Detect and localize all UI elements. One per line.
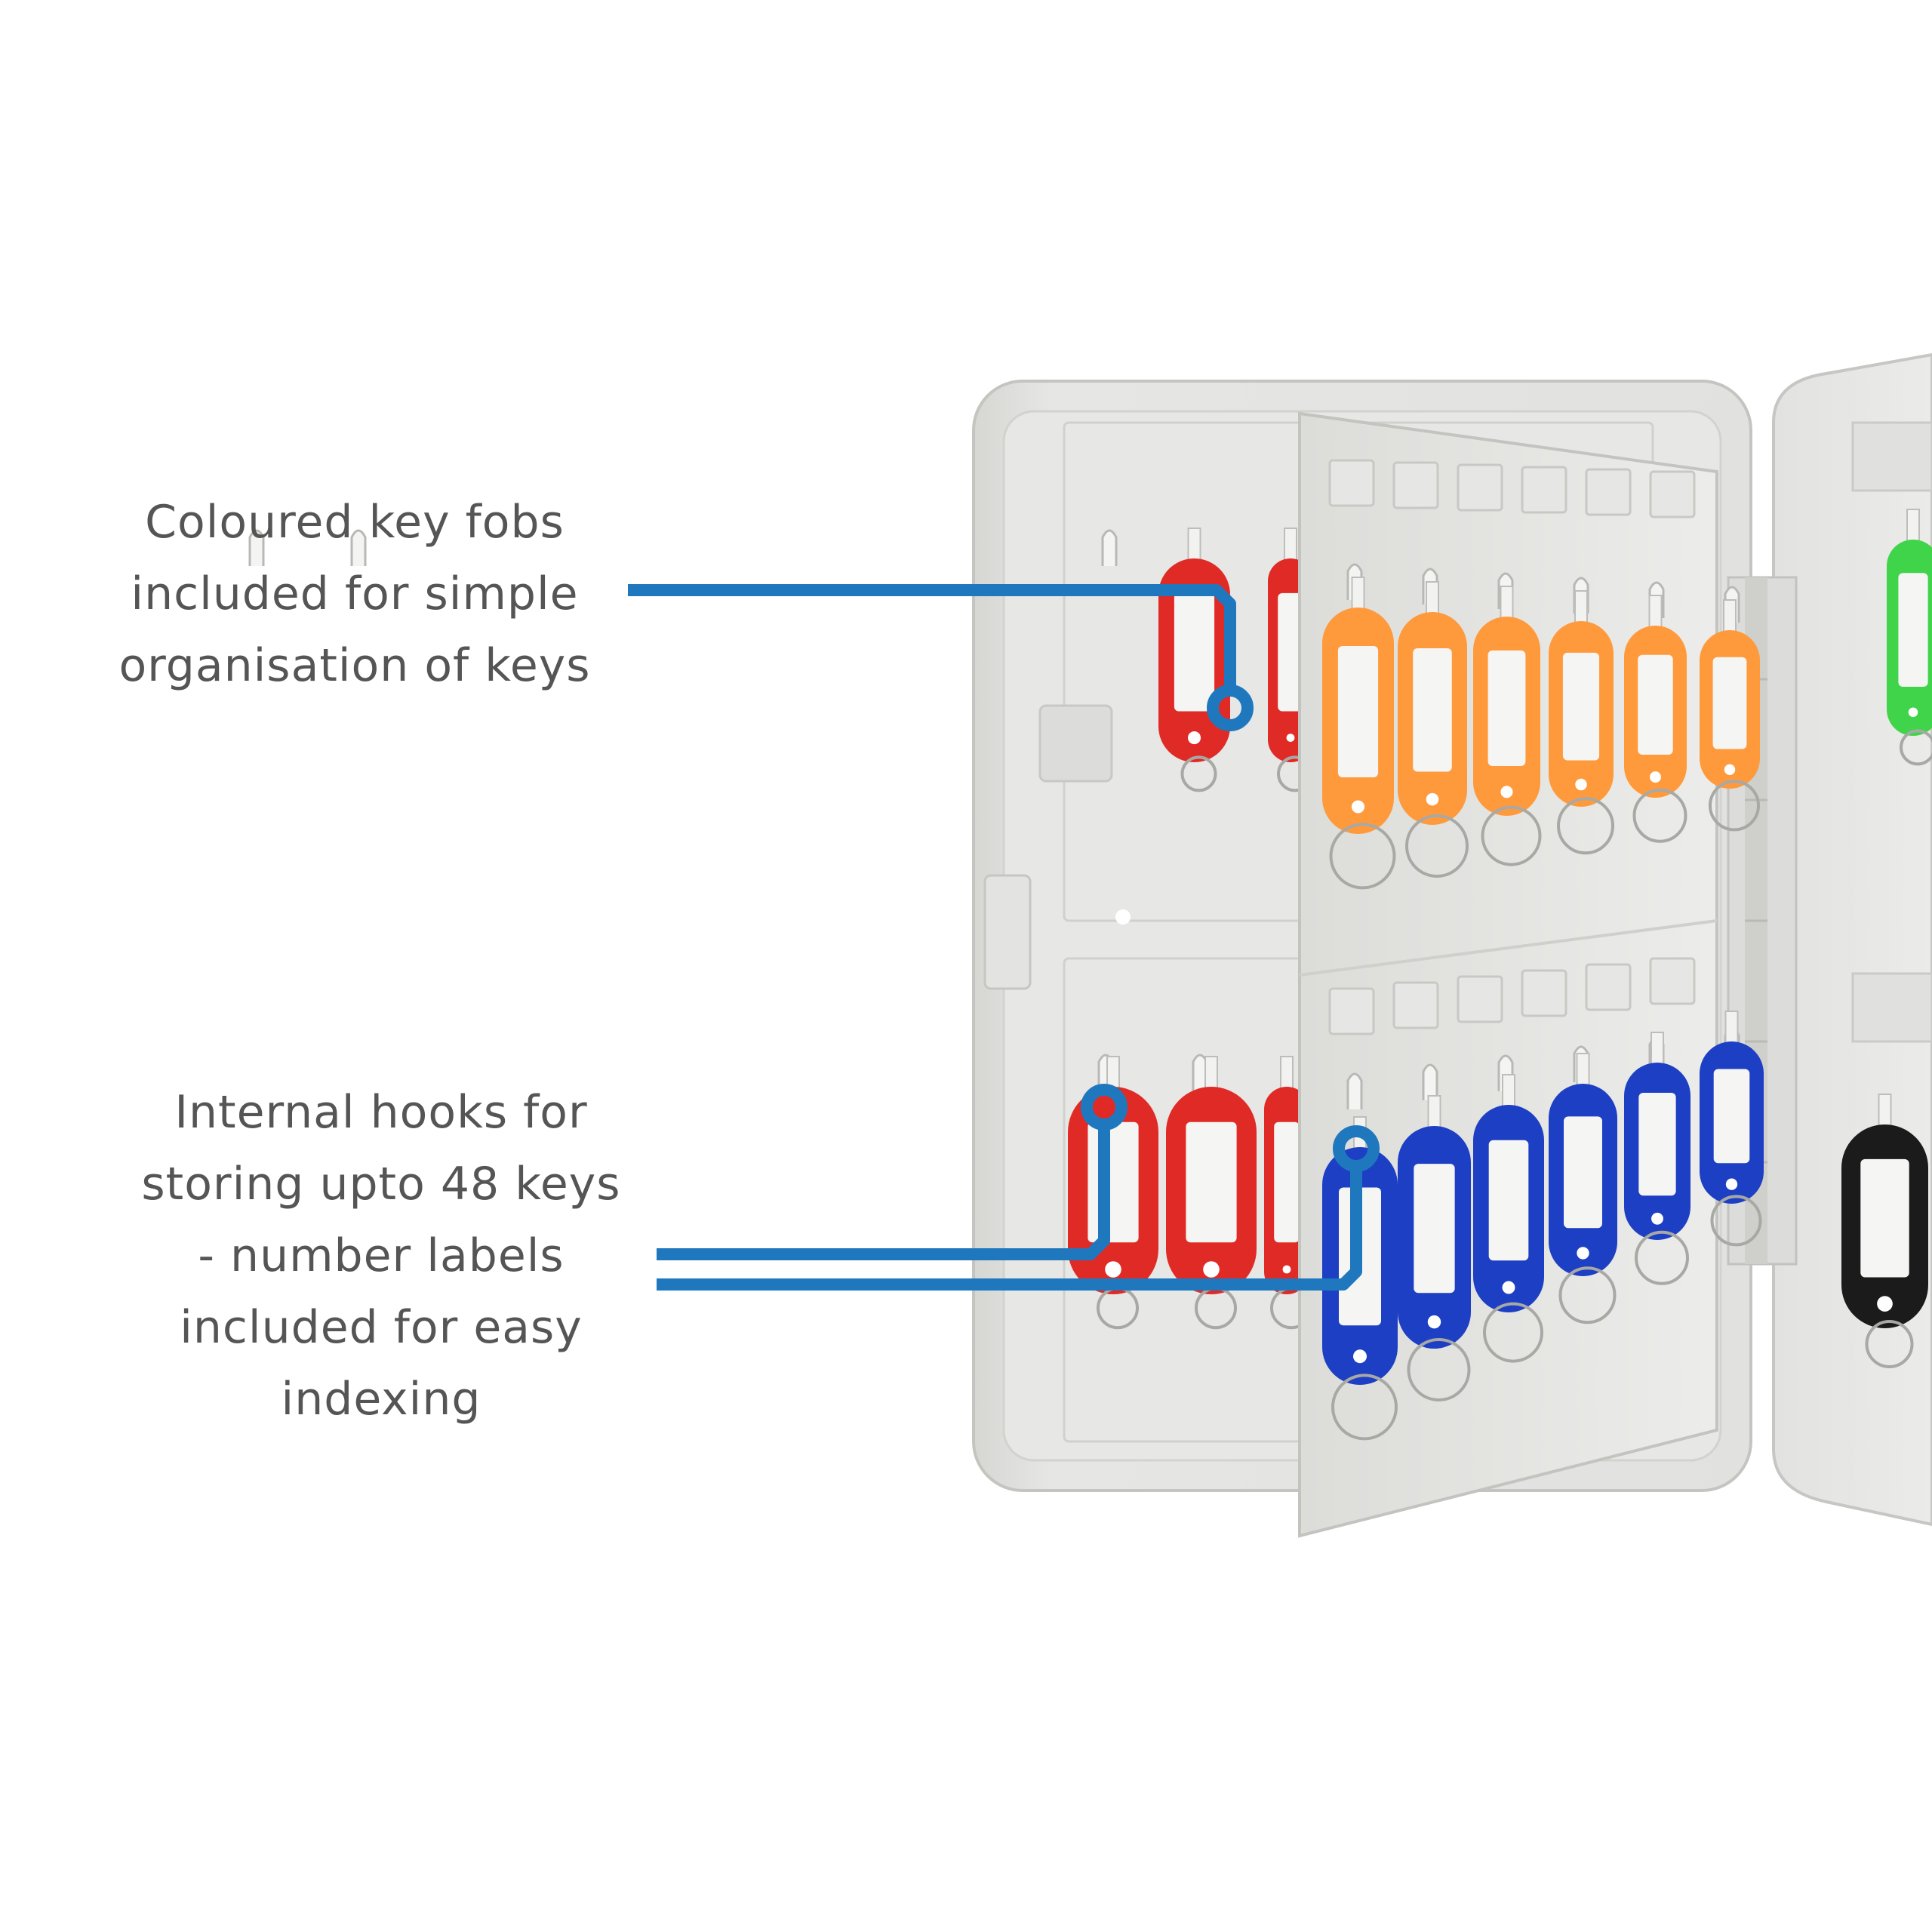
key-fob xyxy=(1166,1056,1257,1330)
callout-leader-lines xyxy=(628,584,1380,1291)
key-fob xyxy=(1700,599,1760,832)
callout-1-line-2: included for simple xyxy=(131,568,579,620)
key-fob xyxy=(1549,590,1614,855)
hook xyxy=(248,529,265,566)
callout-2-line-5: indexing xyxy=(281,1373,481,1426)
hook xyxy=(350,529,367,566)
key-fob xyxy=(1700,1011,1764,1247)
leader-line-3 xyxy=(657,1166,1362,1291)
panel-label-slots xyxy=(1328,459,1696,1035)
key-fob xyxy=(1549,1053,1617,1324)
key-fob xyxy=(1887,509,1932,766)
callout-key-fobs: Coloured key fobs included for simple or… xyxy=(75,487,634,702)
key-fob xyxy=(1473,586,1542,866)
hook xyxy=(1101,529,1118,566)
cabinet-key-fobs xyxy=(1068,528,1313,1330)
callout-2-line-2: storing upto 48 keys xyxy=(141,1158,621,1211)
callout-internal-hooks: Internal hooks for storing upto 48 keys … xyxy=(98,1077,664,1435)
panel-key-fobs xyxy=(1322,577,1764,1441)
callout-2-line-3: - number labels xyxy=(198,1229,565,1282)
key-fob xyxy=(1322,577,1396,890)
leader-line-1 xyxy=(628,584,1236,691)
hook xyxy=(1422,1063,1438,1100)
callout-2-line-4: included for easy xyxy=(180,1301,583,1354)
callout-1-line-1: Coloured key fobs xyxy=(145,496,565,549)
key-fob xyxy=(1624,595,1687,843)
callout-1-line-3: organisation of keys xyxy=(118,639,591,692)
leader-line-2 xyxy=(657,1124,1110,1260)
key-fob xyxy=(1473,1074,1544,1363)
callout-2-line-1: Internal hooks for xyxy=(174,1086,588,1139)
hook xyxy=(1346,1072,1363,1109)
key-fob xyxy=(1398,581,1469,878)
leader-dot-1 xyxy=(1207,685,1254,731)
key-fob xyxy=(1398,1095,1471,1401)
key-fob xyxy=(1841,1094,1928,1368)
leader-dot-3 xyxy=(1333,1125,1380,1172)
door-key-fobs xyxy=(1841,509,1932,1368)
key-fob xyxy=(1624,1032,1690,1285)
leader-dot-2 xyxy=(1081,1084,1128,1131)
